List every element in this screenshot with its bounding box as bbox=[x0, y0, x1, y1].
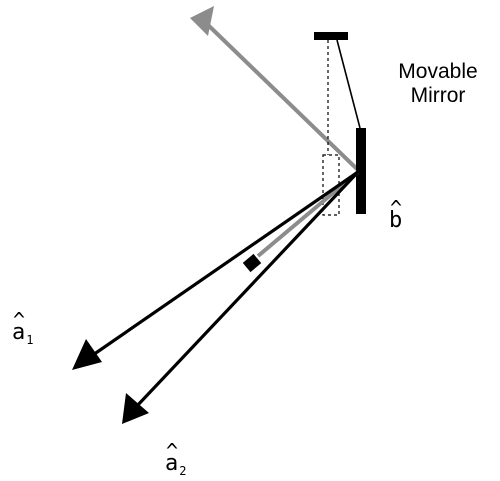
mirror-suspension-line bbox=[336, 39, 361, 129]
movable-mirror bbox=[356, 128, 366, 214]
movable-mirror-label-line1: Movable bbox=[398, 60, 478, 83]
vector-b-hat-label: ^ b bbox=[389, 197, 403, 233]
vector-a1-arrowhead bbox=[72, 339, 102, 370]
movable-mirror-label: Movable Mirror bbox=[378, 60, 498, 108]
b-hat-symbol: b bbox=[389, 208, 403, 233]
b-hat-accent: ^ bbox=[390, 196, 403, 220]
vector-a1-hat-label: ^ a1 bbox=[12, 309, 34, 351]
a2-hat-accent: ^ bbox=[166, 439, 179, 463]
vector-a2-hat-label: ^ a2 bbox=[165, 440, 187, 481]
mirror-holder-bar bbox=[314, 32, 348, 40]
incident-beam-arrowhead bbox=[190, 6, 214, 36]
beam-marker bbox=[242, 253, 262, 273]
a1-hat-symbol: a bbox=[12, 320, 26, 345]
vector-a2-line bbox=[134, 170, 360, 409]
a2-hat-subscript: 2 bbox=[179, 464, 187, 478]
a2-hat-symbol: a bbox=[165, 451, 179, 476]
a1-hat-accent: ^ bbox=[13, 308, 26, 332]
incident-beam-gray bbox=[205, 22, 360, 172]
reflected-beam-gray bbox=[256, 170, 360, 258]
a1-hat-subscript: 1 bbox=[26, 333, 34, 347]
previous-mirror-position-dashed bbox=[322, 154, 340, 216]
vector-a2-arrowhead bbox=[122, 393, 149, 424]
vector-a1-line bbox=[89, 170, 359, 359]
movable-mirror-label-line2: Mirror bbox=[410, 84, 466, 107]
